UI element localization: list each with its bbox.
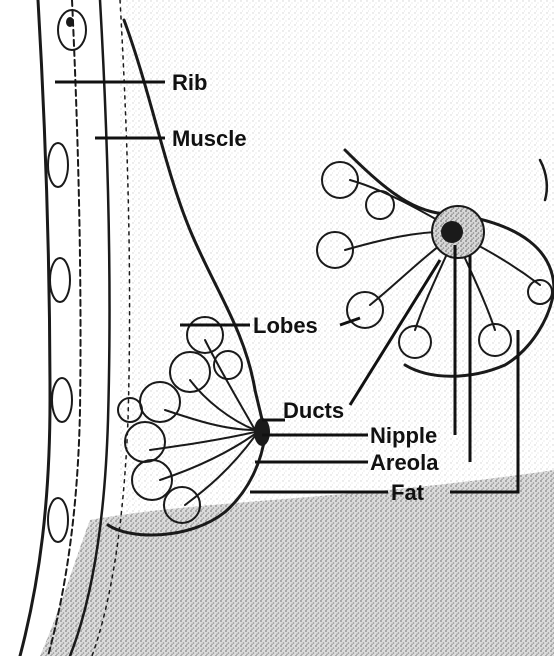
label-ducts: Ducts: [283, 398, 344, 423]
nipple-front: [441, 221, 463, 243]
rib-band-inner: [48, 0, 81, 656]
label-areola: Areola: [370, 450, 439, 475]
nipple-side: [254, 418, 270, 446]
label-rib: Rib: [172, 70, 207, 95]
rib-band: [20, 0, 50, 656]
label-fat: Fat: [391, 480, 425, 505]
label-lobes: Lobes: [253, 313, 318, 338]
label-nipple: Nipple: [370, 423, 437, 448]
label-muscle: Muscle: [172, 126, 247, 151]
